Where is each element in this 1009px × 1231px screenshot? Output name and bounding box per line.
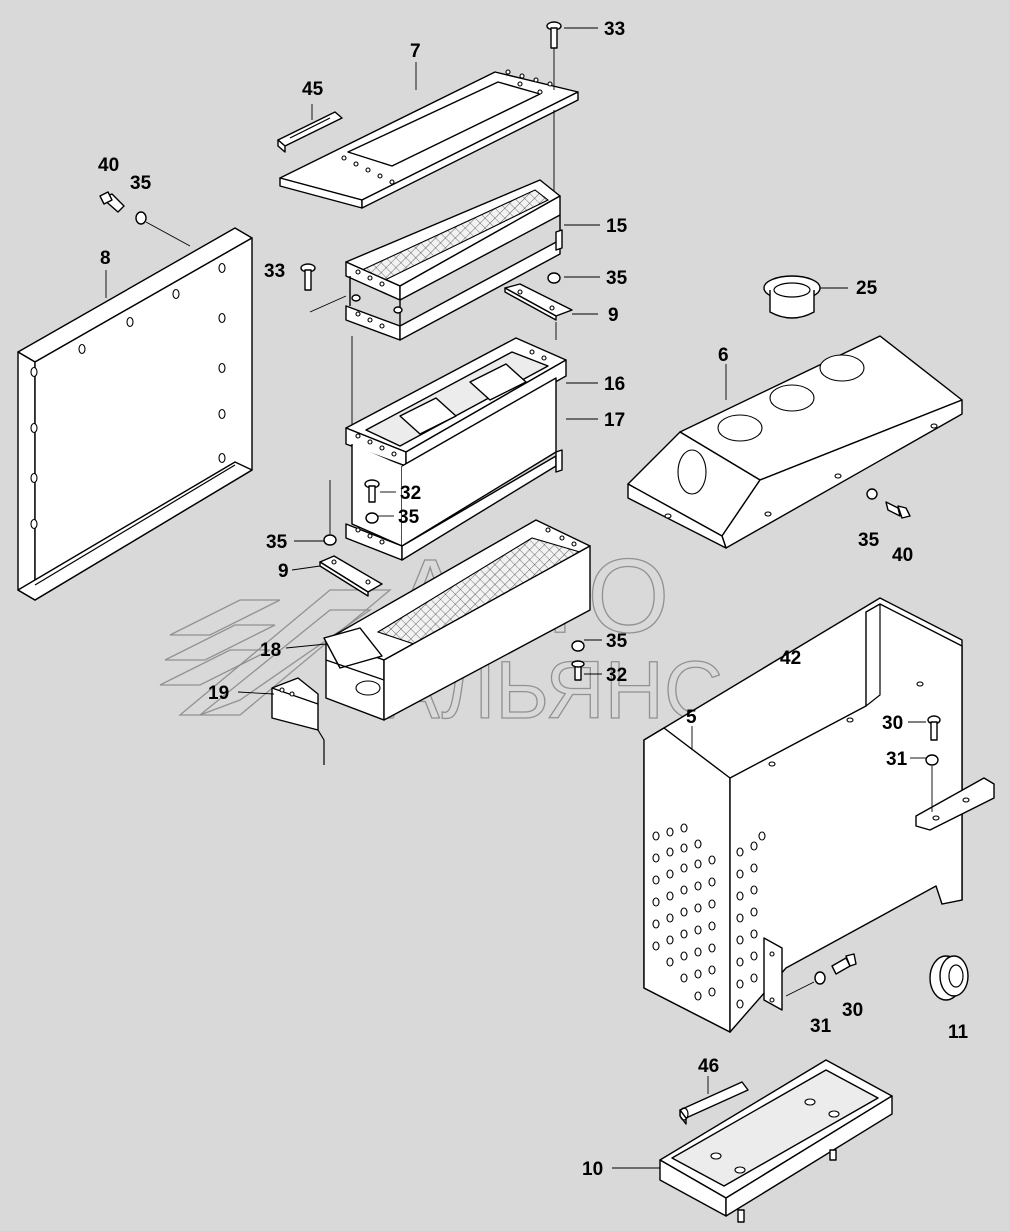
callout-33-top: 33 bbox=[604, 19, 625, 40]
part-10-tray bbox=[659, 1059, 893, 1223]
callout-45: 45 bbox=[302, 79, 324, 100]
callout-35-upper-right: 35 bbox=[606, 268, 628, 289]
callout-6: 6 bbox=[718, 345, 729, 366]
part-45-strip bbox=[277, 111, 343, 153]
perforations-front bbox=[652, 823, 766, 1009]
callout-30-lower: 30 bbox=[842, 1000, 863, 1021]
callout-15: 15 bbox=[606, 216, 628, 237]
callout-40-right: 40 bbox=[892, 545, 913, 566]
callout-8: 8 bbox=[100, 248, 111, 269]
callout-32-lower: 32 bbox=[606, 665, 627, 686]
callout-30-upper: 30 bbox=[882, 713, 903, 734]
callout-19: 19 bbox=[208, 683, 229, 704]
part-9-upper-bracket bbox=[504, 283, 573, 321]
callout-5: 5 bbox=[686, 707, 697, 728]
bolt-40-right bbox=[885, 501, 911, 519]
washer-31-lower bbox=[785, 971, 826, 997]
callout-18: 18 bbox=[260, 640, 281, 661]
callout-labels: 45 7 33 40 35 8 15 33 35 9 25 6 16 17 32… bbox=[98, 19, 969, 1180]
callout-9-upper: 9 bbox=[608, 305, 619, 326]
callout-32-middle: 32 bbox=[400, 483, 421, 504]
callout-35-middle: 35 bbox=[398, 507, 420, 528]
callout-10: 10 bbox=[582, 1159, 603, 1180]
callout-35-left-lower: 35 bbox=[266, 532, 288, 553]
part-18-lower-box bbox=[323, 519, 591, 721]
washer-35-lower bbox=[571, 640, 585, 652]
washer-35-right bbox=[866, 488, 878, 500]
part-15-upper-frame bbox=[345, 179, 563, 341]
washer-31-upper bbox=[925, 754, 939, 812]
callout-35-lower: 35 bbox=[606, 631, 628, 652]
bolt-30-upper bbox=[927, 715, 941, 741]
part-46-strip bbox=[679, 1081, 749, 1125]
part-16-17-middle-box bbox=[345, 337, 567, 561]
callout-25: 25 bbox=[856, 278, 878, 299]
callout-9-lower: 9 bbox=[278, 561, 289, 582]
part-7-cover-plate bbox=[279, 69, 579, 209]
callout-42: 42 bbox=[780, 648, 801, 669]
callout-33-middle: 33 bbox=[264, 261, 285, 282]
callout-40-left: 40 bbox=[98, 155, 119, 176]
washer-35-left-lower bbox=[323, 480, 337, 546]
callout-17: 17 bbox=[604, 410, 625, 431]
part-25-grommet bbox=[763, 275, 821, 319]
washer-35-left bbox=[135, 211, 191, 247]
part-8-side-plate bbox=[17, 227, 253, 601]
callout-31-upper: 31 bbox=[886, 749, 908, 770]
washer-35-middle bbox=[365, 512, 379, 524]
callout-11: 11 bbox=[948, 1022, 969, 1043]
callout-leaders bbox=[105, 27, 926, 1169]
bolt-40-left bbox=[99, 191, 125, 213]
bolt-33-middle bbox=[300, 263, 347, 313]
part-6-hood bbox=[627, 335, 963, 549]
part-11-grommet bbox=[929, 955, 969, 1001]
callout-46: 46 bbox=[698, 1056, 719, 1077]
bolt-32-middle bbox=[364, 479, 380, 503]
part-19-sensor bbox=[271, 677, 325, 765]
bolt-33-top bbox=[546, 21, 562, 195]
callout-31-lower: 31 bbox=[810, 1016, 832, 1037]
bolt-30-lower bbox=[831, 953, 857, 975]
callout-35-right: 35 bbox=[858, 530, 880, 551]
part-9-lower-bracket bbox=[319, 555, 383, 597]
watermark-logo bbox=[159, 589, 392, 716]
callout-7: 7 bbox=[410, 41, 421, 62]
bolt-32-lower bbox=[571, 660, 585, 681]
part-5-main-housing bbox=[643, 597, 995, 1033]
callout-35-left: 35 bbox=[130, 173, 152, 194]
washer-35-upper-right bbox=[547, 272, 561, 284]
callout-16: 16 bbox=[604, 374, 625, 395]
